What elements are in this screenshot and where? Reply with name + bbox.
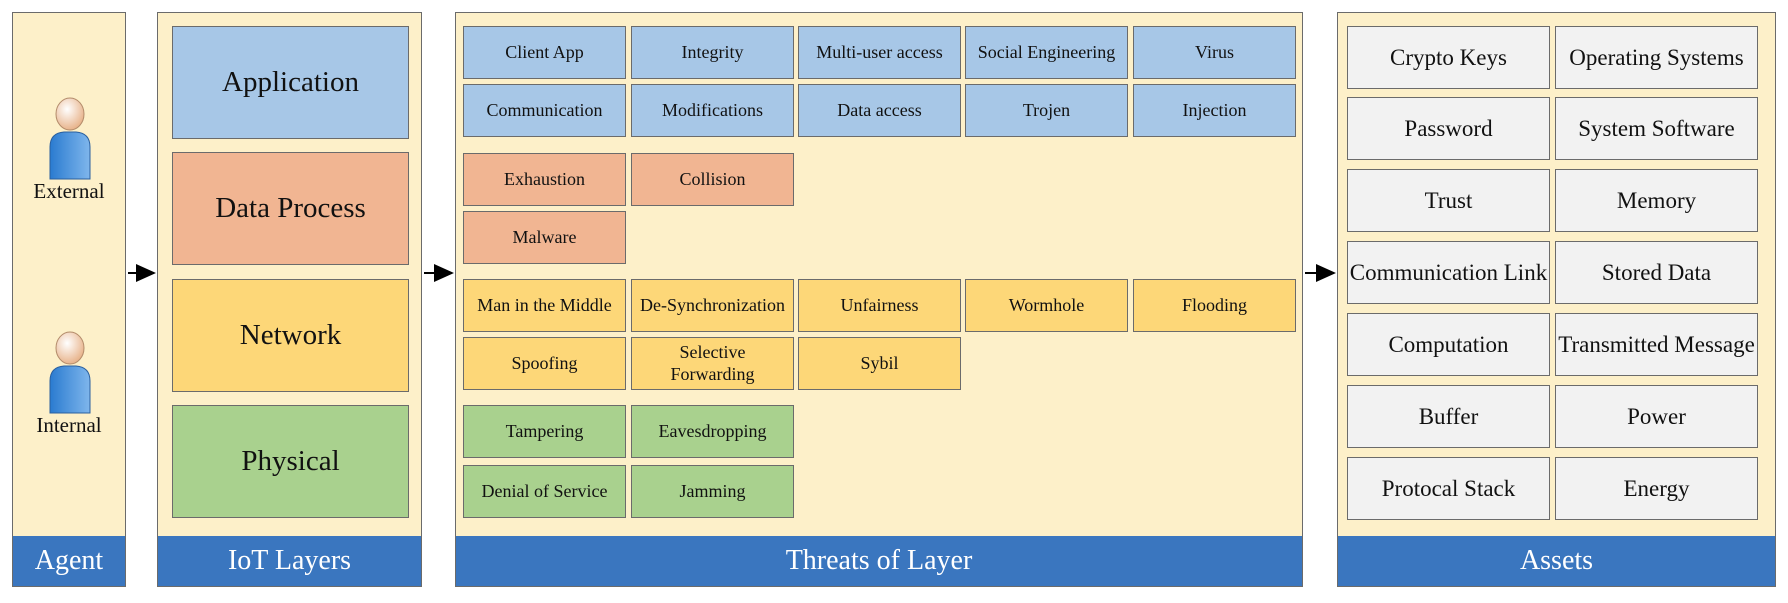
threat-application: Multi-user access xyxy=(798,26,961,79)
asset-item: Protocal Stack xyxy=(1347,457,1550,520)
iot-layers-panel: Application Data Process Network Physica… xyxy=(157,12,422,587)
asset-item: Transmitted Message xyxy=(1555,313,1758,376)
internal-agent-person-icon xyxy=(49,331,91,414)
threat-physical: Tampering xyxy=(463,405,626,458)
layer-application: Application xyxy=(172,26,409,139)
agent-panel: External Internal Agent xyxy=(12,12,126,587)
asset-item: Communication Link xyxy=(1347,241,1550,304)
threat-network: Wormhole xyxy=(965,279,1128,332)
iot-layers-footer: IoT Layers xyxy=(158,536,421,586)
layer-physical: Physical xyxy=(172,405,409,518)
asset-item: Password xyxy=(1347,97,1550,160)
arrow-agent-to-layers xyxy=(128,264,156,282)
arrow-threats-to-assets xyxy=(1305,264,1336,282)
asset-item: Stored Data xyxy=(1555,241,1758,304)
threats-footer: Threats of Layer xyxy=(456,536,1302,586)
arrow-layers-to-threats xyxy=(424,264,454,282)
threats-panel: Client App Integrity Multi-user access S… xyxy=(455,12,1303,587)
layer-data-process: Data Process xyxy=(172,152,409,265)
threat-network: Selective Forwarding xyxy=(631,337,794,390)
threat-application: Injection xyxy=(1133,84,1296,137)
asset-item: Buffer xyxy=(1347,385,1550,448)
layer-network: Network xyxy=(172,279,409,392)
threat-application: Modifications xyxy=(631,84,794,137)
threat-application: Virus xyxy=(1133,26,1296,79)
threat-network: Man in the Middle xyxy=(463,279,626,332)
threat-network: Sybil xyxy=(798,337,961,390)
threat-network: Spoofing xyxy=(463,337,626,390)
threat-data-process: Malware xyxy=(463,211,626,264)
threat-application: Social Engineering xyxy=(965,26,1128,79)
threat-application: Data access xyxy=(798,84,961,137)
assets-footer: Assets xyxy=(1338,536,1775,586)
threat-physical: Denial of Service xyxy=(463,465,626,518)
threat-application: Integrity xyxy=(631,26,794,79)
asset-item: Operating Systems xyxy=(1555,26,1758,89)
threat-network: Flooding xyxy=(1133,279,1296,332)
agent-footer: Agent xyxy=(13,536,125,586)
asset-item: Power xyxy=(1555,385,1758,448)
threat-physical: Eavesdropping xyxy=(631,405,794,458)
asset-item: Memory xyxy=(1555,169,1758,232)
threat-data-process: Exhaustion xyxy=(463,153,626,206)
internal-label: Internal xyxy=(36,413,102,437)
threat-application: Client App xyxy=(463,26,626,79)
threat-application: Trojen xyxy=(965,84,1128,137)
threat-data-process: Collision xyxy=(631,153,794,206)
threat-application: Communication xyxy=(463,84,626,137)
threat-physical: Jamming xyxy=(631,465,794,518)
assets-panel: Crypto Keys Operating Systems Password S… xyxy=(1337,12,1776,587)
threat-network: Unfairness xyxy=(798,279,961,332)
asset-item: Trust xyxy=(1347,169,1550,232)
external-label: External xyxy=(33,179,105,203)
asset-item: Energy xyxy=(1555,457,1758,520)
threat-network: De-Synchronization xyxy=(631,279,794,332)
asset-item: Computation xyxy=(1347,313,1550,376)
asset-item: Crypto Keys xyxy=(1347,26,1550,89)
external-agent-person-icon xyxy=(49,97,91,180)
asset-item: System Software xyxy=(1555,97,1758,160)
